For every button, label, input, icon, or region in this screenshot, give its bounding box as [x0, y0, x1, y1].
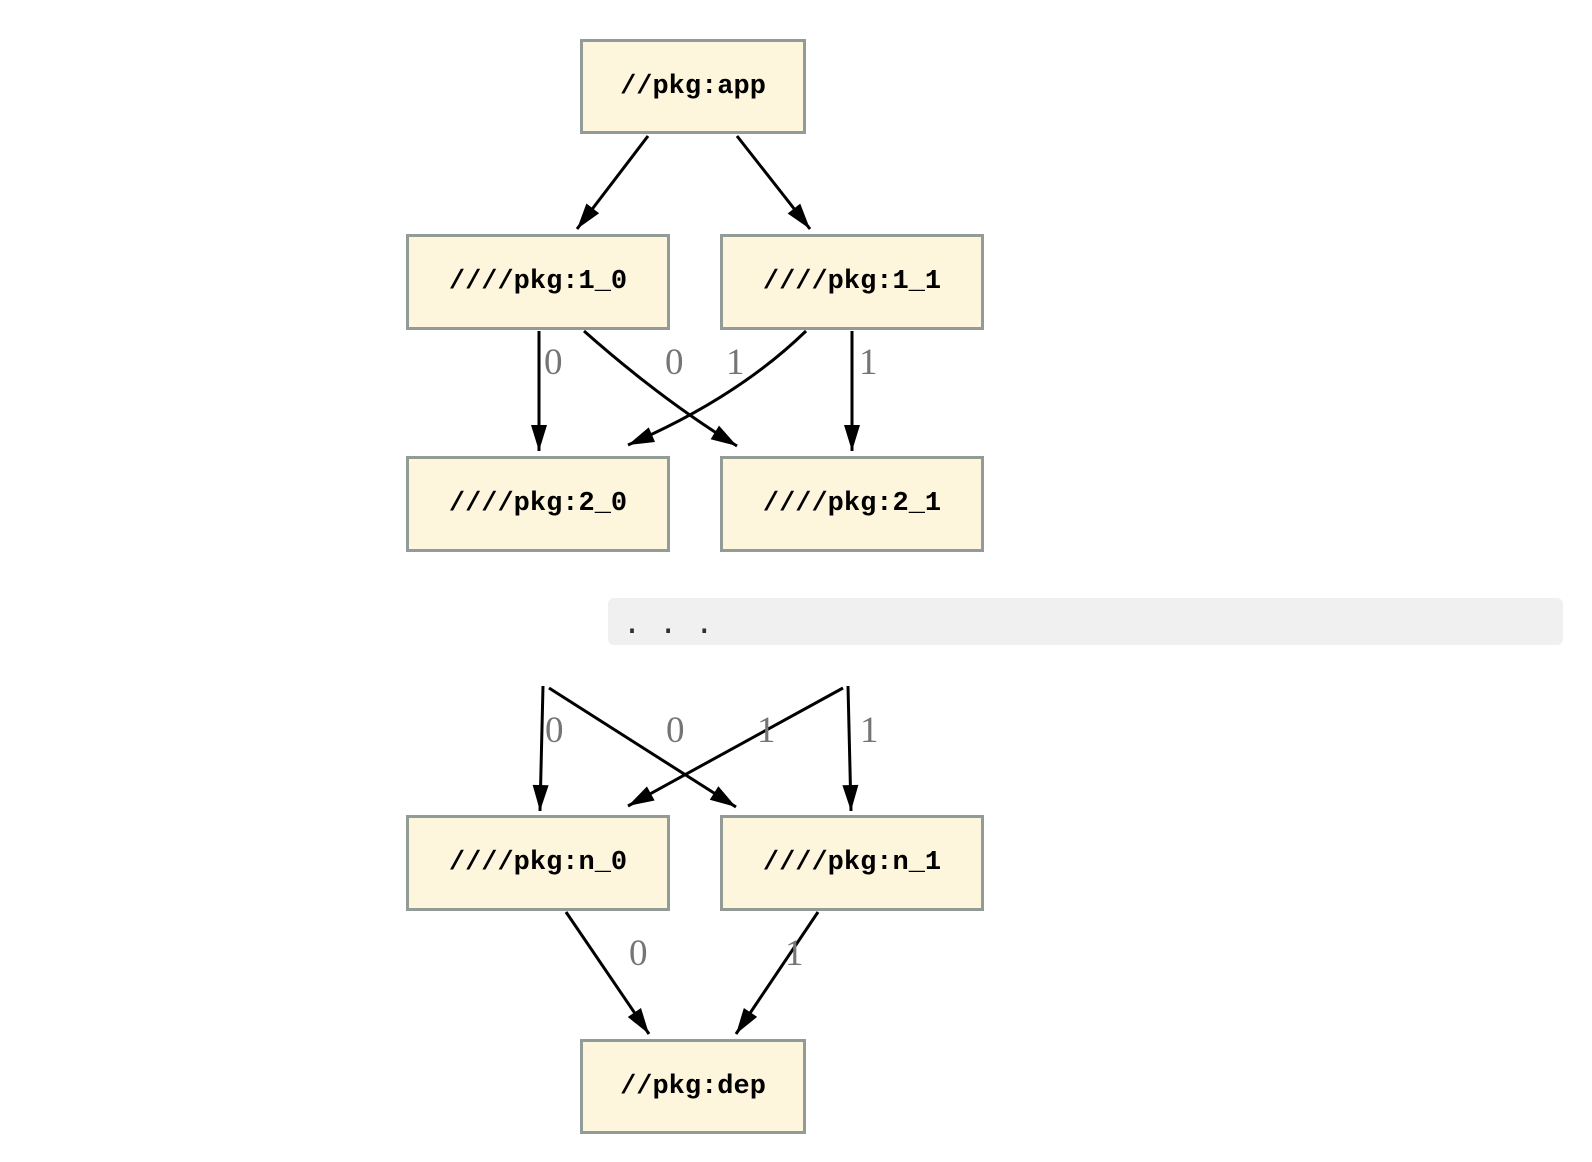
edge-top2-to-n_0: [627, 686, 844, 808]
edge-1_0-to-2_1: [583, 329, 738, 448]
edge-app-to-1_0: [575, 135, 650, 230]
edge-top-to-n_0: [532, 685, 549, 812]
graph-node-pn_1: ////pkg:n_1: [720, 815, 984, 911]
edge-label-top-to-n_1: 1: [757, 710, 776, 751]
edge-label-1_0-to-2_0: 0: [544, 342, 563, 383]
edge-label-top2-to-n_0: 0: [666, 710, 685, 751]
edge-label-1_1-to-2_0: 0: [665, 342, 684, 383]
edge-label-top-to-n_0: 0: [545, 710, 564, 751]
edge-label-1_1-to-2_1: 1: [859, 342, 878, 383]
graph-node-pn_0: ////pkg:n_0: [406, 815, 670, 911]
edge-n_0-to-dep: [564, 911, 651, 1035]
graph-node-p1_1: ////pkg:1_1: [720, 234, 984, 330]
edge-1_1-to-2_0: [627, 329, 808, 447]
edge-app-to-1_1: [735, 135, 812, 230]
ellipsis-separator-bar: . . .: [608, 598, 1563, 645]
edge-top2-to-n_1: [842, 685, 859, 812]
graph-node-p1_0: ////pkg:1_0: [406, 234, 670, 330]
edge-label-n_0-to-dep: 0: [629, 933, 648, 974]
edge-label-top2-to-n_1: 1: [860, 710, 879, 751]
graph-node-dep: //pkg:dep: [580, 1039, 806, 1134]
edge-label-1_0-to-2_1: 1: [726, 342, 745, 383]
graph-node-app: //pkg:app: [580, 39, 806, 134]
edge-top-to-n_1: [548, 686, 737, 809]
edge-label-n_1-to-dep: 1: [785, 933, 804, 974]
graph-node-p2_0: ////pkg:2_0: [406, 456, 670, 552]
edge-n_1-to-dep: [734, 911, 820, 1035]
graph-node-p2_1: ////pkg:2_1: [720, 456, 984, 552]
